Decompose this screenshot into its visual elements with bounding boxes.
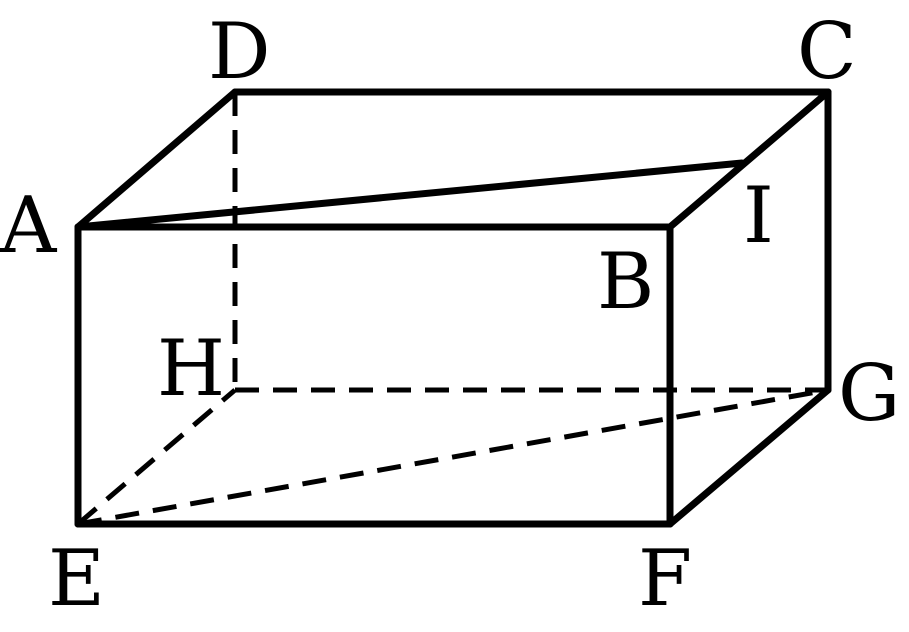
vertex-label-h: H xyxy=(157,324,225,414)
diagonal-eg xyxy=(77,387,829,527)
vertex-label-b: B xyxy=(597,237,654,327)
edge-fg xyxy=(666,386,832,528)
vertex-label-i: I xyxy=(743,171,774,261)
edge-bc xyxy=(666,88,832,231)
vertex-label-d: D xyxy=(208,7,271,97)
vertex-label-c: C xyxy=(797,7,857,97)
edge-eh xyxy=(76,388,237,526)
vertex-label-e: E xyxy=(48,534,105,624)
vertex-label-g: G xyxy=(838,349,900,439)
vertex-label-f: F xyxy=(638,534,692,624)
segment-ai xyxy=(74,159,746,231)
vertex-label-a: A xyxy=(0,181,58,271)
edge-ad xyxy=(74,88,239,231)
